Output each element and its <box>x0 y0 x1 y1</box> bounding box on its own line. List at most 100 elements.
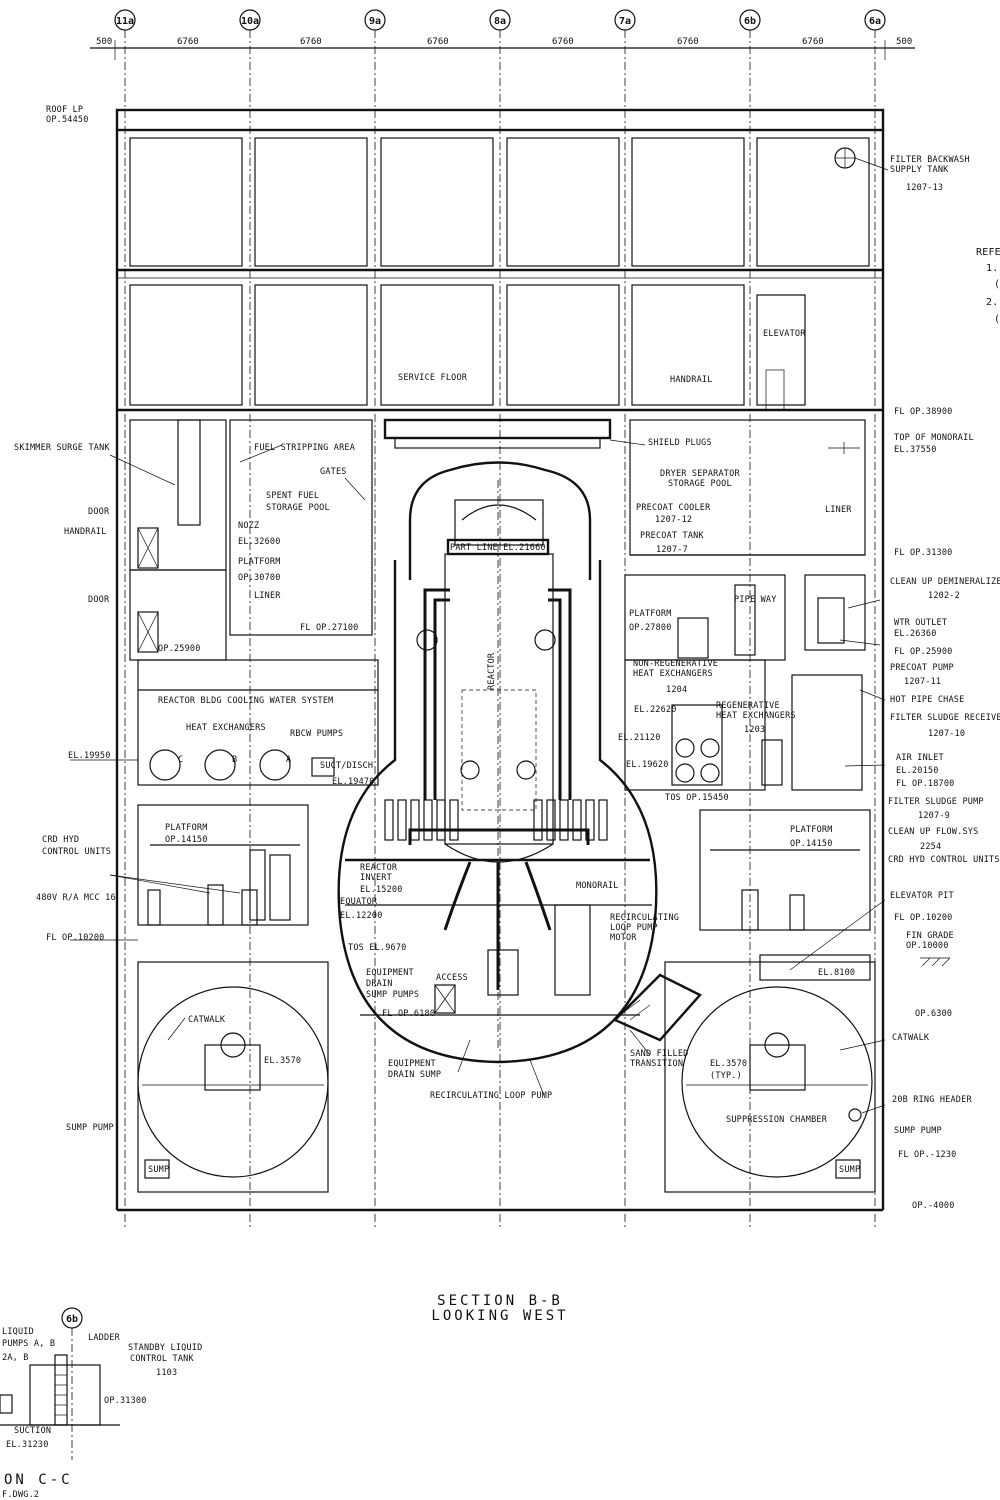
ref-note: ( <box>994 279 1000 290</box>
hx-label: A <box>286 755 291 765</box>
grid-label: 7a <box>619 16 631 27</box>
dim-label: 6760 <box>177 37 199 47</box>
grid-label: 8a <box>494 16 506 27</box>
label: HOT PIPE CHASE <box>890 695 964 705</box>
label: OP.14150 <box>165 835 208 845</box>
label: PLATFORM <box>790 825 833 835</box>
label: LADDER <box>88 1333 121 1343</box>
label: CRD HYD <box>42 835 79 845</box>
grid-label: 9a <box>369 16 381 27</box>
label: 2A, B <box>2 1353 29 1363</box>
label: NOZZ <box>238 521 259 531</box>
label: OP.10000 <box>906 941 949 951</box>
label: PLATFORM <box>165 823 208 833</box>
label: SPENT FUEL <box>266 491 319 501</box>
grid-label: 10a <box>241 16 259 27</box>
label: 1207-11 <box>904 677 941 687</box>
label: PRECOAT PUMP <box>890 663 954 673</box>
labels: ROOF LP OP.54450 FILTER BACKWASH SUPPLY … <box>14 105 1000 1211</box>
label: (TYP.) <box>710 1071 742 1081</box>
hx-label: C <box>178 755 183 765</box>
label: EQUATOR <box>340 897 378 907</box>
label: EL.37550 <box>894 445 937 455</box>
label: CRD HYD CONTROL UNITS <box>888 855 1000 865</box>
label: STORAGE POOL <box>266 503 330 513</box>
label: DOOR <box>88 507 110 517</box>
grid-lines <box>124 30 876 1230</box>
label: PART LINE EL.21660 <box>450 543 546 553</box>
label: HEAT EXCHANGERS <box>633 669 713 679</box>
label: 1204 <box>666 685 687 695</box>
label: FL OP.18700 <box>896 779 955 789</box>
label: GATES <box>320 467 347 477</box>
label: FL OP.38900 <box>894 407 953 417</box>
dimension-line: 500 6760 6760 6760 6760 6760 6760 500 <box>90 37 915 60</box>
label: SUCT/DISCH <box>320 761 373 771</box>
label: EL.31230 <box>6 1440 49 1450</box>
label: PUMPS A, B <box>2 1339 55 1349</box>
label: NON-REGENERATIVE <box>633 659 718 669</box>
ref-note: 2.( <box>986 297 1000 308</box>
label: EL.21120 <box>618 733 661 743</box>
label: SUMP <box>839 1165 860 1175</box>
label: FILTER SLUDGE RECEIVE <box>890 713 1000 723</box>
label: CONTROL TANK <box>130 1354 194 1364</box>
label: PLATFORM <box>629 609 672 619</box>
label: EL.8100 <box>818 968 855 978</box>
label: AIR INLET <box>896 753 944 763</box>
label: EL.19950 <box>68 751 111 761</box>
label: RECIRCULATING LOOP PUMP <box>430 1091 552 1101</box>
label: EQUIPMENT <box>366 968 414 978</box>
label: TOP OF MONORAIL <box>894 433 974 443</box>
control-rod-drives <box>384 799 608 841</box>
label: SUMP PUMP <box>894 1126 942 1136</box>
hx-label: B <box>232 755 237 765</box>
label: LINER <box>254 591 281 601</box>
label: EQUIPMENT <box>388 1059 436 1069</box>
label: EL.12200 <box>340 911 383 921</box>
label: CATWALK <box>188 1015 226 1025</box>
label: REACTOR <box>360 863 398 873</box>
left-equipment: C B A <box>137 659 379 926</box>
label: DOOR <box>88 595 110 605</box>
section-c-title: ON C-C <box>4 1472 73 1488</box>
label: FL OP.-1230 <box>898 1150 957 1160</box>
label: SUPPRESSION CHAMBER <box>726 1115 828 1125</box>
label: 1207-10 <box>928 729 965 739</box>
label: FL OP.10200 <box>46 933 105 943</box>
label: ELEVATOR <box>763 329 806 339</box>
dim-label: 6760 <box>677 37 699 47</box>
label: OP.-4000 <box>912 1201 955 1211</box>
label: FL OP.27100 <box>300 623 359 633</box>
dim-label: 500 <box>896 37 912 47</box>
grid-label: 6b <box>744 16 756 27</box>
label: REACTOR BLDG COOLING WATER SYSTEM <box>158 696 333 706</box>
section-c-ref: F.DWG.2 <box>2 1490 39 1500</box>
label: RECIRCULATING <box>610 913 679 923</box>
label: CONTROL UNITS <box>42 847 111 857</box>
label: PRECOAT COOLER <box>636 503 711 513</box>
label: SUPPLY TANK <box>890 165 949 175</box>
dim-label: 6760 <box>802 37 824 47</box>
reference-notes: REFE 1.( ( 2.( ( <box>976 247 1000 325</box>
dim-label: 6760 <box>427 37 449 47</box>
label: EL.26360 <box>894 629 937 639</box>
section-title: SECTION B-B LOOKING WEST <box>431 1293 568 1324</box>
label: SUMP PUMP <box>66 1123 114 1133</box>
label: REGENERATIVE <box>716 701 780 711</box>
label: SUMP <box>148 1165 169 1175</box>
label: ROOF LP <box>46 105 83 115</box>
label: FL OP.10200 <box>894 913 953 923</box>
label: SKIMMER SURGE TANK <box>14 443 110 453</box>
section-c-c: 6b LIQUID PUMPS A, B 2A, B LADDER STANDB… <box>0 1307 202 1500</box>
section-subtitle-text: LOOKING WEST <box>431 1308 568 1324</box>
label: DRAIN SUMP <box>388 1070 441 1080</box>
label: 20B RING HEADER <box>892 1095 972 1105</box>
grid-bubbles: 11a 10a 9a 8a 7a 6b 6a <box>114 9 886 31</box>
label: PLATFORM <box>238 557 281 567</box>
label: 1207-7 <box>656 545 688 555</box>
label: SHIELD PLUGS <box>648 438 712 448</box>
label: EL.20150 <box>896 766 939 776</box>
label: LIQUID <box>2 1327 34 1337</box>
dim-label: 6760 <box>300 37 322 47</box>
